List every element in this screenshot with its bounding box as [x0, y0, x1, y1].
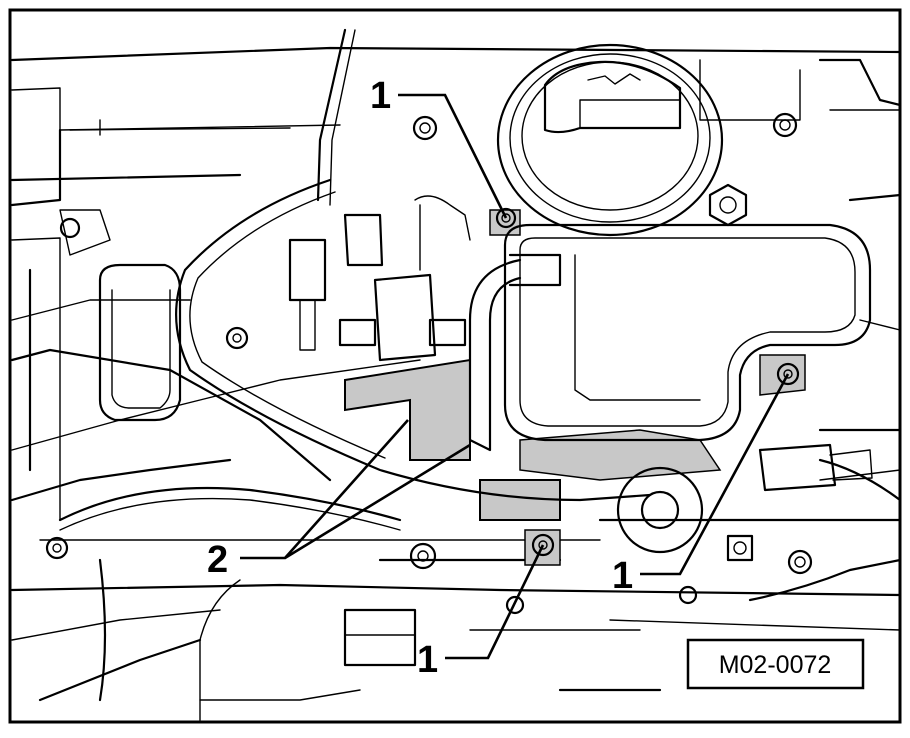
engine-mount — [616, 466, 704, 554]
highlighted-components — [344, 209, 806, 566]
intake-tube — [468, 253, 562, 452]
left-sensor — [59, 209, 182, 422]
mounting-bolts — [495, 207, 800, 557]
bolts — [45, 112, 813, 615]
oil-filler-cap — [496, 43, 724, 237]
callout-1-top: 1 — [370, 75, 391, 117]
reference-code-box — [686, 638, 865, 690]
reference-code: M02-0072 — [719, 651, 832, 679]
hoses — [58, 28, 902, 721]
callout-2: 2 — [207, 539, 228, 581]
leader-lines — [240, 93, 790, 660]
callout-1-bottom: 1 — [417, 639, 438, 681]
intake-cover — [503, 223, 872, 442]
callout-1-right: 1 — [612, 555, 633, 597]
valve-module — [288, 195, 471, 362]
right-connector — [758, 443, 873, 492]
lower-bracket — [343, 608, 417, 667]
